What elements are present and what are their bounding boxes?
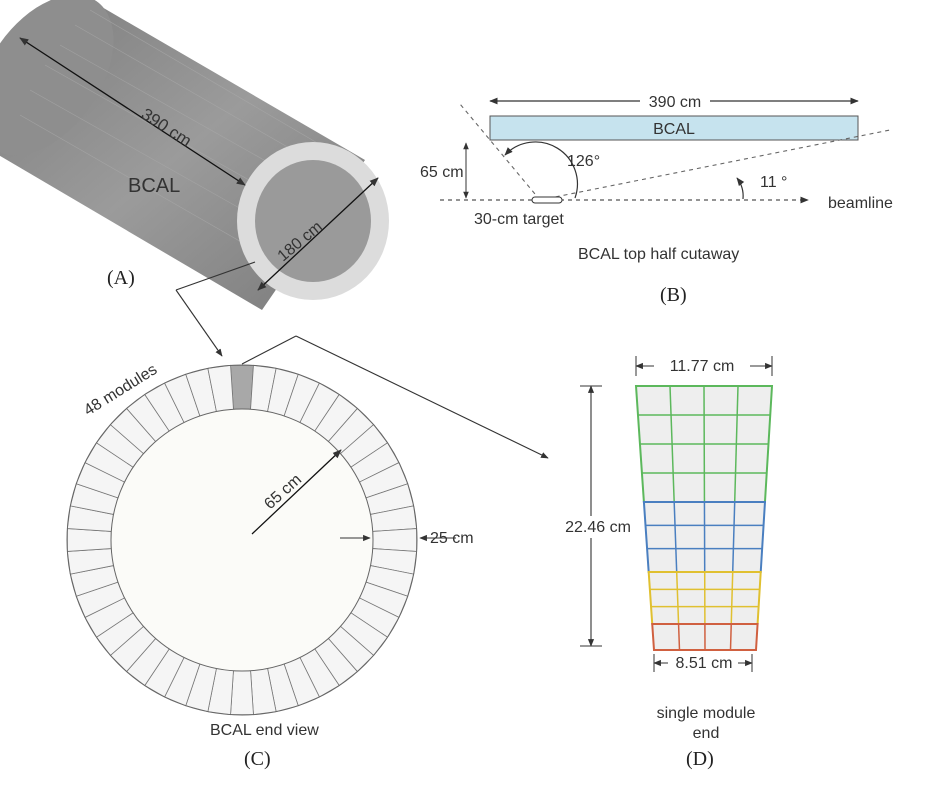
- cell-column-divider: [730, 571, 734, 625]
- cell-column-divider: [729, 623, 732, 651]
- connector-c-d-2: [295, 335, 549, 459]
- panel-b: 390 cm BCAL 65 cm 126° 11 ° beamline 30-…: [420, 92, 893, 306]
- caption-c: (C): [244, 748, 271, 770]
- forward-angle-arc: [736, 177, 745, 200]
- target-label: 30-cm target: [474, 211, 564, 228]
- connector-a-c: [175, 261, 256, 291]
- bottom-width-label: 8.51 cm: [676, 655, 733, 672]
- length-label-b: 390 cm: [649, 94, 701, 111]
- diameter-arrow: [257, 177, 379, 291]
- height-label: 22.46 cm: [565, 519, 631, 536]
- panel-d: 11.77 cm 22.46 cm 8.51 cm single module …: [556, 356, 774, 770]
- thickness-label: 25 cm: [430, 530, 474, 547]
- caption-a: (A): [107, 267, 135, 289]
- target: [531, 196, 563, 204]
- backward-angle-line: [459, 103, 541, 201]
- cell-column-divider: [675, 571, 680, 625]
- length-arrow: [19, 37, 246, 186]
- backward-angle-label: 126°: [567, 153, 600, 170]
- module-readout-blocks: [634, 385, 774, 651]
- bcal-bar-label: BCAL: [653, 121, 695, 138]
- cell-column-divider: [733, 385, 739, 503]
- module-title-line1: single module: [657, 705, 756, 722]
- connector-a-c-2: [175, 289, 223, 357]
- bcal-bar: [489, 115, 859, 141]
- radius-label-b: 65 cm: [420, 164, 464, 181]
- forward-angle-line: [539, 129, 891, 201]
- detector-label: BCAL: [128, 175, 180, 197]
- panel-a: 390 cm BCAL 180 cm (A): [0, 0, 389, 310]
- connector-c-d-1: [241, 335, 297, 365]
- forward-angle-label: 11 °: [760, 174, 787, 191]
- backward-angle-arc: [504, 141, 578, 199]
- cell-column-divider: [673, 501, 678, 573]
- inner-circle: [110, 408, 374, 672]
- highlighted-module: [230, 364, 254, 410]
- end-view-title: BCAL end view: [210, 722, 319, 739]
- cell-column-divider: [669, 385, 675, 503]
- module: [372, 528, 418, 552]
- panel-c: 65 cm 25 cm 48 modules BCAL end view (C): [66, 361, 474, 770]
- module: [230, 670, 254, 716]
- caption-b: (B): [660, 284, 687, 306]
- cell-column-divider: [731, 501, 736, 573]
- module: [66, 528, 112, 552]
- module-title-line2: end: [693, 725, 720, 742]
- outer-circle: [66, 364, 418, 716]
- cutaway-title: BCAL top half cutaway: [578, 246, 739, 263]
- beamline-label: beamline: [828, 195, 893, 212]
- cell-column-divider: [677, 623, 681, 651]
- caption-d: (D): [686, 748, 714, 770]
- top-width-label: 11.77 cm: [670, 358, 735, 375]
- inner-radius-arrow: [251, 449, 342, 535]
